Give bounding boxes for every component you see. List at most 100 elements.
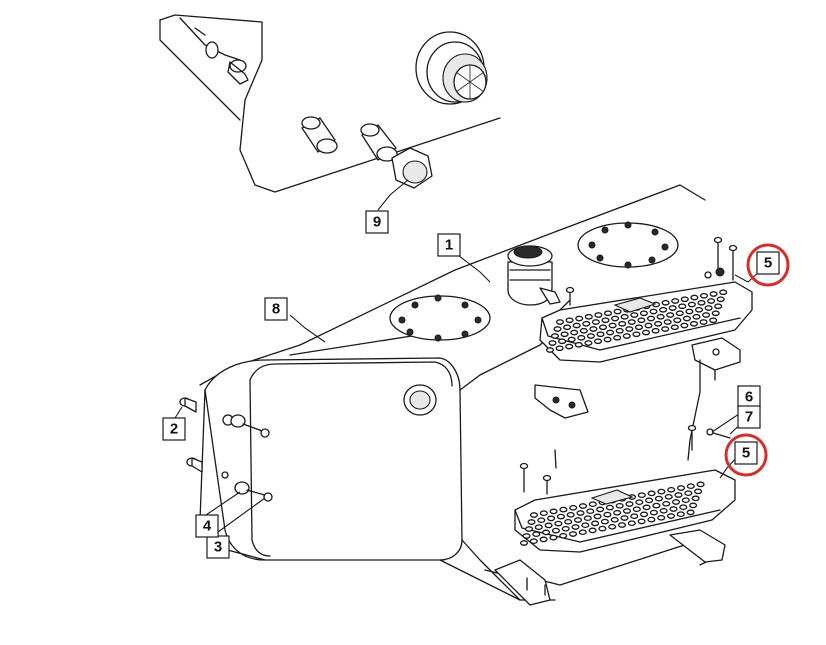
tread-stud xyxy=(670,324,679,331)
tread-stud xyxy=(596,506,605,513)
tread-stud xyxy=(620,313,629,320)
tread-stud xyxy=(529,538,538,545)
tread-stud xyxy=(659,306,668,313)
tread-stud xyxy=(575,315,584,322)
tread-stud xyxy=(579,327,588,334)
step-bracket-middle xyxy=(534,384,589,469)
tread-stud xyxy=(627,520,636,527)
tread-stud xyxy=(682,315,691,322)
tread-stud xyxy=(603,310,613,317)
tread-stud xyxy=(686,483,695,490)
tread-stud xyxy=(641,329,651,336)
tread-stud xyxy=(690,294,699,301)
tread-stud xyxy=(591,520,600,527)
tread-stud xyxy=(692,313,701,320)
callout-3: 3 xyxy=(206,535,230,559)
tread-stud xyxy=(564,518,573,525)
tread-stud xyxy=(699,292,709,299)
tread-stud xyxy=(584,340,593,346)
tread-stud xyxy=(637,317,646,324)
tread-stud xyxy=(549,508,558,515)
sleeve-left xyxy=(301,116,338,154)
tread-stud xyxy=(593,513,602,520)
tread-stud xyxy=(548,340,557,346)
tread-stud xyxy=(697,299,706,306)
tread-stud xyxy=(603,336,612,343)
tread-stud xyxy=(671,499,681,505)
tread-stud xyxy=(689,320,699,327)
tread-stud xyxy=(716,296,725,303)
tread-stud xyxy=(601,317,610,324)
tread-stud xyxy=(565,317,574,324)
tread-stud xyxy=(679,504,688,511)
upper-step xyxy=(539,236,753,461)
tread-stud xyxy=(668,305,677,311)
sleeve-right xyxy=(360,123,398,162)
tread-stud xyxy=(647,516,656,523)
inset-fitting-upper xyxy=(205,41,249,85)
hex-nut xyxy=(391,147,433,189)
highlight-ring-lower xyxy=(724,433,768,477)
tread-stud xyxy=(519,540,529,546)
tread-stud xyxy=(578,503,588,509)
tread-stud xyxy=(647,490,656,497)
tread-stud xyxy=(598,324,608,331)
tread-stud xyxy=(702,312,711,318)
tread-stud xyxy=(666,312,675,318)
tread-stud xyxy=(610,516,619,523)
tread-stud xyxy=(666,513,676,519)
tread-stud xyxy=(694,306,704,313)
tread-stud xyxy=(524,526,534,532)
tread-stud xyxy=(565,343,574,350)
tread-stud xyxy=(611,315,620,322)
callout-7: 7 xyxy=(737,405,761,429)
tread-stud xyxy=(632,506,641,513)
tread-stud xyxy=(542,529,551,536)
drain-plug xyxy=(403,384,437,416)
tread-stud xyxy=(649,308,658,315)
tread-stud xyxy=(630,513,639,520)
tread-stud xyxy=(588,501,597,508)
tread-stud xyxy=(566,511,575,518)
tread-stud xyxy=(586,508,595,515)
tread-stud xyxy=(671,298,680,304)
tread-stud xyxy=(573,517,583,523)
tread-stud xyxy=(553,326,562,332)
callout-1: 1 xyxy=(437,233,461,257)
tread-stud xyxy=(603,511,612,518)
tread-stud xyxy=(539,536,548,543)
tread-stud xyxy=(545,347,555,353)
callout-2-label: 2 xyxy=(170,421,178,438)
tread-stud xyxy=(662,500,671,507)
tread-stud xyxy=(632,331,641,338)
tread-stud xyxy=(640,511,649,518)
fuel-cap-unit xyxy=(507,245,561,306)
bolt-lower-left xyxy=(186,457,203,473)
tread-stud xyxy=(676,485,686,491)
tread-stud xyxy=(659,507,668,514)
callout-3-label: 3 xyxy=(214,539,222,556)
tread-stud xyxy=(615,327,624,334)
tread-stud xyxy=(613,509,622,516)
tread-stud xyxy=(537,517,546,524)
inspection-cover-right xyxy=(577,221,679,269)
tread-stud xyxy=(686,509,695,516)
tread-stud xyxy=(559,532,568,539)
tread-stud xyxy=(704,305,713,311)
tread-stud xyxy=(649,509,658,516)
tank-body xyxy=(199,184,721,601)
tread-stud xyxy=(584,313,593,320)
tread-stud xyxy=(637,518,646,525)
tread-stud xyxy=(577,334,586,341)
tread-stud xyxy=(574,341,583,348)
tread-stud xyxy=(544,522,553,529)
tread-stud xyxy=(527,519,536,525)
tread-stud xyxy=(680,322,689,329)
tread-stud xyxy=(709,317,718,324)
tread-stud xyxy=(529,512,539,518)
tread-stud xyxy=(634,324,643,331)
tread-stud xyxy=(657,514,666,521)
tread-stud xyxy=(680,296,689,303)
tread-stud xyxy=(673,317,682,324)
